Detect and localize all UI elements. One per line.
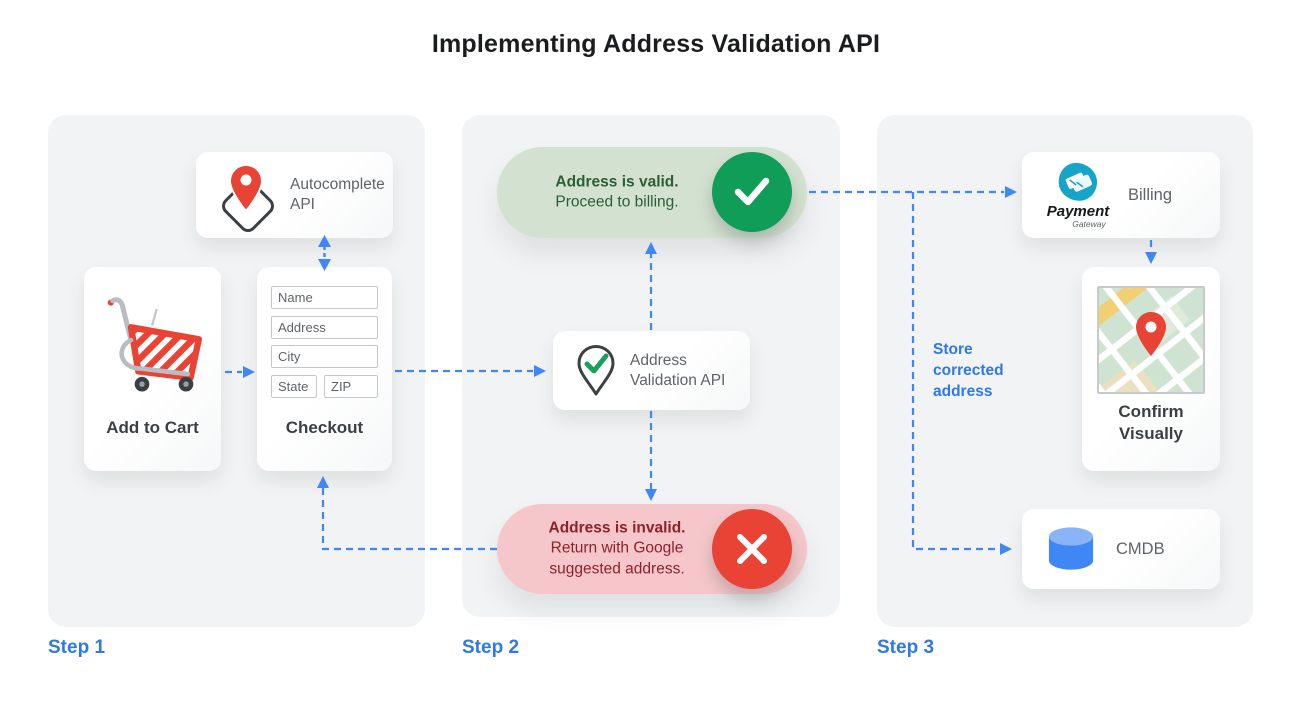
form-field-address: Address (271, 315, 378, 339)
payment-logo-subtitle: Gateway (1072, 219, 1106, 229)
checkout-form: Name Address City State ZIP (257, 267, 392, 404)
checkout-label: Checkout (285, 417, 364, 437)
address-valid-subtitle: Proceed to billing. (555, 193, 679, 211)
pin-with-check-icon (577, 344, 615, 395)
cmdb-card: CMDB (1022, 509, 1220, 589)
payment-logo-title: Payment (1046, 203, 1110, 220)
page-title: Implementing Address Validation API (431, 30, 881, 58)
store-corrected-address-note: Store corrected address (933, 341, 1004, 400)
address-invalid-pill: Address is invalid. Return with Google s… (497, 504, 807, 594)
cmdb-label: CMDB (1116, 539, 1165, 558)
billing-card: Payment Gateway Billing (1022, 152, 1220, 238)
add-to-cart-label: Add to Cart (106, 417, 199, 437)
map-thumbnail (1097, 286, 1205, 394)
address-valid-title: Address is valid. (555, 173, 679, 191)
address-validation-api-card: Address Validation API (553, 331, 750, 410)
address-validation-api-label: Address Validation API (630, 351, 726, 389)
confirm-visually-card: Confirm Visually (1082, 267, 1220, 471)
map-pin-over-diamond-icon (218, 164, 278, 236)
billing-label: Billing (1128, 185, 1173, 204)
shopping-cart-icon (107, 297, 203, 392)
address-invalid-subtitle: Return with Google suggested address. (549, 539, 685, 578)
form-field-name: Name (271, 286, 378, 309)
database-cylinder-icon (1048, 527, 1094, 570)
step3-label: Step 3 (877, 637, 935, 658)
address-valid-text: Address is valid. Proceed to billing. (523, 172, 711, 213)
step1-label: Step 1 (48, 637, 106, 658)
step2-label: Step 2 (462, 637, 520, 658)
form-field-city: City (271, 345, 378, 368)
address-valid-pill: Address is valid. Proceed to billing. (497, 147, 807, 238)
autocomplete-api-card: Autocomplete API (196, 152, 393, 238)
address-invalid-title: Address is invalid. (548, 519, 686, 537)
form-field-state: State (271, 374, 317, 398)
address-invalid-text: Address is invalid. Return with Google s… (523, 518, 711, 579)
cross-circle-icon (712, 509, 792, 589)
confirm-visually-label: Confirm Visually (1118, 401, 1184, 443)
autocomplete-api-label: Autocomplete API (290, 176, 385, 213)
check-circle-icon (712, 152, 792, 232)
add-to-cart-card: Add to Cart (84, 267, 221, 471)
form-field-zip: ZIP (324, 374, 378, 398)
payment-gateway-logo: Payment Gateway (1038, 161, 1118, 229)
checkout-card: Name Address City State ZIP Checkout (257, 267, 392, 471)
